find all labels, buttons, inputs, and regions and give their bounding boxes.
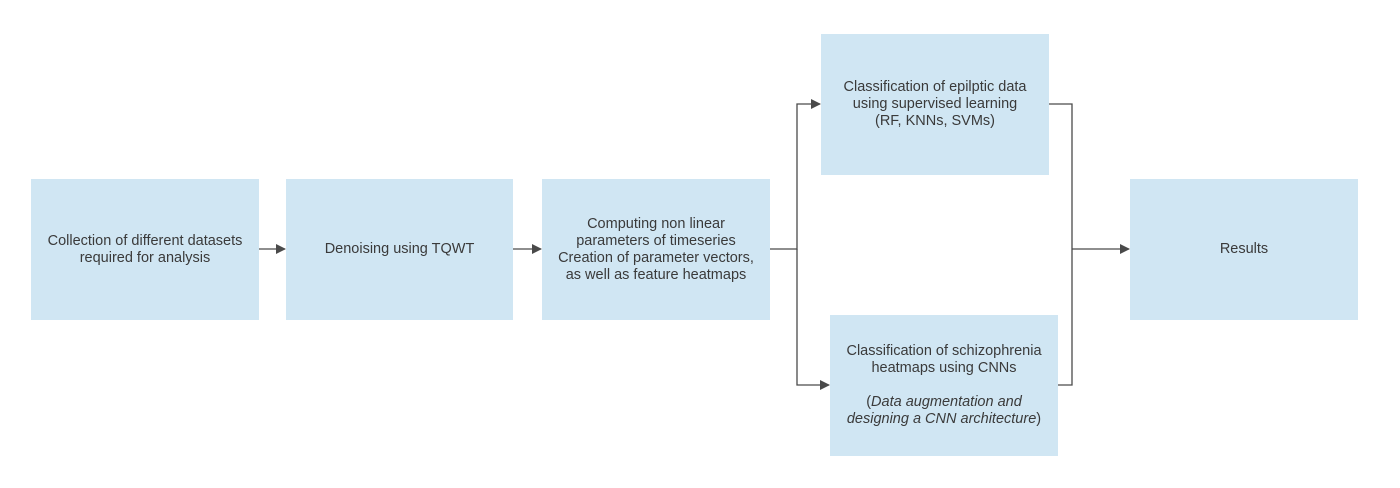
arrow-computing-to-schizophrenia: [796, 249, 830, 390]
note-text: designing a CNN architecture: [846, 411, 1037, 427]
note-text: Data augmentation and: [871, 394, 1022, 410]
note-open-paren: (: [866, 394, 872, 410]
node-text-line: as well as feature heatmaps: [565, 266, 747, 283]
line-epileptic-to-merge: [1049, 103, 1073, 249]
node-denoising: Denoising using TQWT: [286, 179, 513, 320]
node-computing-parameters: Computing non linear parameters of times…: [542, 179, 770, 320]
node-epileptic-classification: Classification of epilptic data using su…: [821, 34, 1049, 175]
node-note-line: (Data augmentation and: [846, 394, 1041, 411]
node-note-line: designing a CNN architecture): [846, 411, 1041, 428]
node-text-line: Results: [1219, 241, 1269, 257]
node-text-line: Classification of epilptic data: [843, 79, 1027, 95]
note-close-paren: ): [1036, 411, 1042, 427]
node-data-collection: Collection of different datasets require…: [31, 179, 259, 320]
node-text-line: using supervised learning: [852, 96, 1018, 112]
node-schizophrenia-classification: Classification of schizophrenia heatmaps…: [830, 315, 1058, 456]
node-results: Results: [1130, 179, 1358, 320]
node-text-line: (RF, KNNs, SVMs): [874, 113, 996, 129]
node-text-line: Denoising using TQWT: [324, 241, 475, 257]
node-text-line: required for analysis: [79, 249, 211, 266]
line-schizophrenia-to-merge: [1058, 249, 1073, 386]
node-text-line: Classification of schizophrenia: [846, 343, 1042, 359]
node-text-line: heatmaps using CNNs: [871, 360, 1017, 376]
node-text-line: Computing non linear: [587, 215, 725, 232]
node-text-line: parameters of timeseries: [576, 232, 736, 249]
arrow-computing-to-epileptic: [770, 99, 821, 250]
node-text-line: Creation of parameter vectors,: [558, 249, 754, 266]
node-text-line: Collection of different datasets: [47, 232, 243, 249]
